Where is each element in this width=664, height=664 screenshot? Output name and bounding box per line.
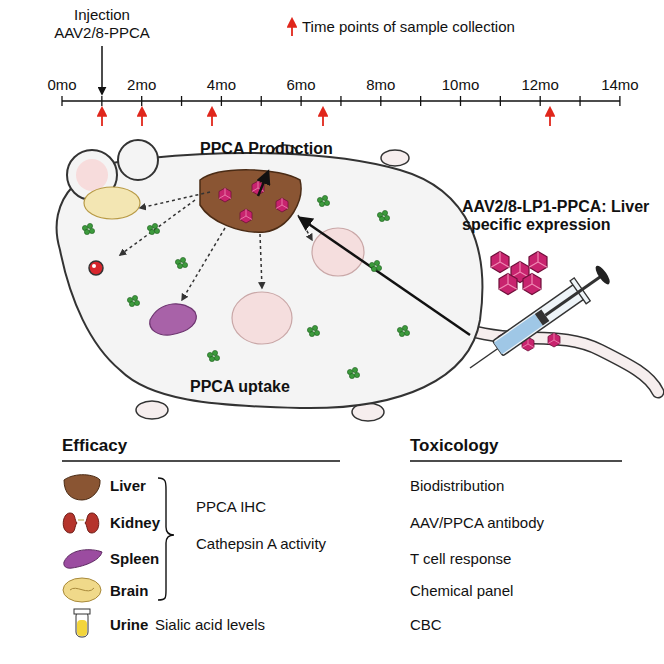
tick bbox=[101, 96, 102, 106]
rule bbox=[410, 460, 622, 461]
annotation: PPCA Production bbox=[200, 140, 380, 158]
annotation: AAV2/8-LP1-PPCA: Liver specific expressi… bbox=[462, 198, 660, 234]
tick bbox=[181, 96, 182, 106]
annotation: Liver bbox=[110, 477, 190, 495]
axis-label: 10mo bbox=[436, 76, 486, 94]
annotation: T cell response bbox=[410, 550, 630, 568]
tick bbox=[340, 96, 341, 106]
annotation: CBC bbox=[410, 616, 630, 634]
annotation: AAV/PPCA antibody bbox=[410, 514, 630, 532]
mouse bbox=[57, 140, 658, 421]
annotation: Chemical panel bbox=[410, 582, 630, 600]
tick bbox=[500, 96, 501, 106]
tick bbox=[261, 96, 262, 106]
syringe bbox=[462, 261, 614, 379]
bracket bbox=[158, 478, 174, 600]
annotation: Cathepsin A activity bbox=[196, 535, 396, 553]
annotation: PPCA uptake bbox=[190, 378, 320, 396]
axis-label: 14mo bbox=[592, 76, 648, 94]
tick bbox=[540, 96, 541, 106]
annotation: Spleen bbox=[110, 550, 190, 568]
annotation: Brain bbox=[110, 582, 190, 600]
tick bbox=[420, 96, 421, 106]
aav-particles bbox=[491, 252, 547, 295]
axis-label: 2mo bbox=[117, 76, 167, 94]
tick bbox=[221, 96, 222, 106]
tick bbox=[460, 96, 461, 106]
annotation: Kidney bbox=[110, 514, 190, 532]
axis-label: 12mo bbox=[515, 76, 565, 94]
tick bbox=[619, 96, 620, 106]
annotation: Sialic acid levels bbox=[155, 616, 355, 634]
section-heading: Toxicology bbox=[410, 437, 570, 455]
axis-label: 0mo bbox=[37, 76, 87, 94]
tick bbox=[141, 96, 142, 106]
organ-icons bbox=[63, 475, 102, 637]
rule bbox=[62, 460, 340, 461]
axis-label: 8mo bbox=[356, 76, 406, 94]
legend-arrow bbox=[291, 19, 293, 36]
axis-label: 4mo bbox=[196, 76, 246, 94]
tick bbox=[61, 96, 62, 106]
tick bbox=[579, 96, 580, 106]
tick bbox=[300, 96, 301, 106]
tick bbox=[380, 96, 381, 106]
annotation: Biodistribution bbox=[410, 477, 630, 495]
section-heading: Efficacy bbox=[62, 437, 202, 455]
annotation: PPCA IHC bbox=[196, 498, 396, 516]
legend-text: Time points of sample collection bbox=[302, 18, 562, 36]
axis-label: 6mo bbox=[276, 76, 326, 94]
annotation: Injection AAV2/8-PPCA bbox=[47, 6, 157, 42]
